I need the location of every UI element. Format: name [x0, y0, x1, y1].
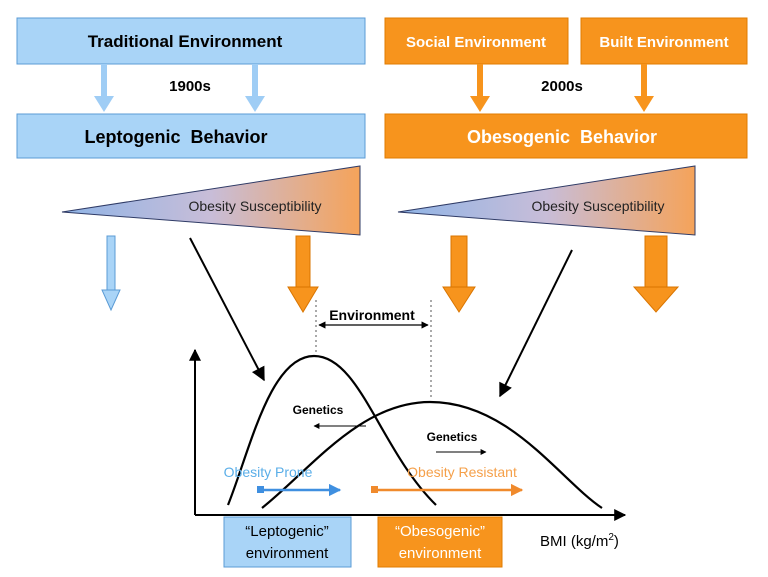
leptogenic-environment-line1: “Leptogenic”: [245, 523, 328, 540]
diagonal-arrow-right: [499, 249, 573, 398]
susceptibility-wedge-right: [397, 165, 696, 236]
era-1900s-label: 1900s: [169, 78, 211, 95]
leptogenic-behavior-label: Leptogenic Behavior: [84, 127, 267, 147]
built-arrow-down: [634, 64, 654, 112]
built-environment-label: Built Environment: [599, 34, 728, 51]
traditional-environment-label: Traditional Environment: [88, 32, 283, 51]
genetics-label-left: Genetics: [293, 403, 344, 417]
obesogenic-behavior-box: [384, 113, 748, 159]
obesity-prone-marker: [257, 486, 264, 493]
x-axis-label-sup: 2: [608, 532, 614, 543]
social-environment-box: [384, 17, 569, 65]
blue-arrow-thin: [101, 235, 121, 312]
orange-arrow-medium-right: [442, 235, 476, 313]
leptogenic-environment-box: [223, 516, 352, 568]
obesity-resistant-marker: [371, 486, 378, 493]
distribution-curve-leptogenic: [226, 354, 437, 506]
social-arrow-down: [470, 64, 490, 112]
orange-arrow-large: [632, 235, 680, 313]
traditional-environment-box: [16, 17, 366, 65]
obesogenic-environment-line2: environment: [399, 545, 482, 562]
traditional-arrow-right: [245, 64, 265, 112]
orange-arrow-medium-left: [287, 235, 319, 313]
traditional-arrow-left: [94, 64, 114, 112]
susceptibility-label-right: Obesity Susceptibility: [531, 198, 664, 214]
susceptibility-label-left: Obesity Susceptibility: [188, 198, 321, 214]
environment-label: Environment: [329, 307, 415, 323]
genetics-label-right: Genetics: [427, 430, 478, 444]
social-environment-label: Social Environment: [406, 34, 546, 51]
obesity-resistant-label: Obesity Resistant: [407, 464, 517, 480]
x-axis-label: BMI (kg/m2): [540, 532, 619, 550]
era-2000s-label: 2000s: [541, 78, 583, 95]
diagonal-arrow-left: [189, 237, 265, 382]
obesogenic-behavior-label: Obesogenic Behavior: [467, 127, 657, 147]
leptogenic-environment-line2: environment: [246, 545, 329, 562]
susceptibility-wedge-left: [61, 165, 361, 236]
obesogenic-environment-line1: “Obesogenic”: [395, 523, 485, 540]
distribution-curve-obesogenic: [261, 400, 603, 509]
leptogenic-behavior-box: [16, 113, 366, 159]
obesity-prone-label: Obesity Prone: [224, 464, 313, 480]
built-environment-box: [580, 17, 748, 65]
obesogenic-environment-box: [377, 516, 503, 568]
